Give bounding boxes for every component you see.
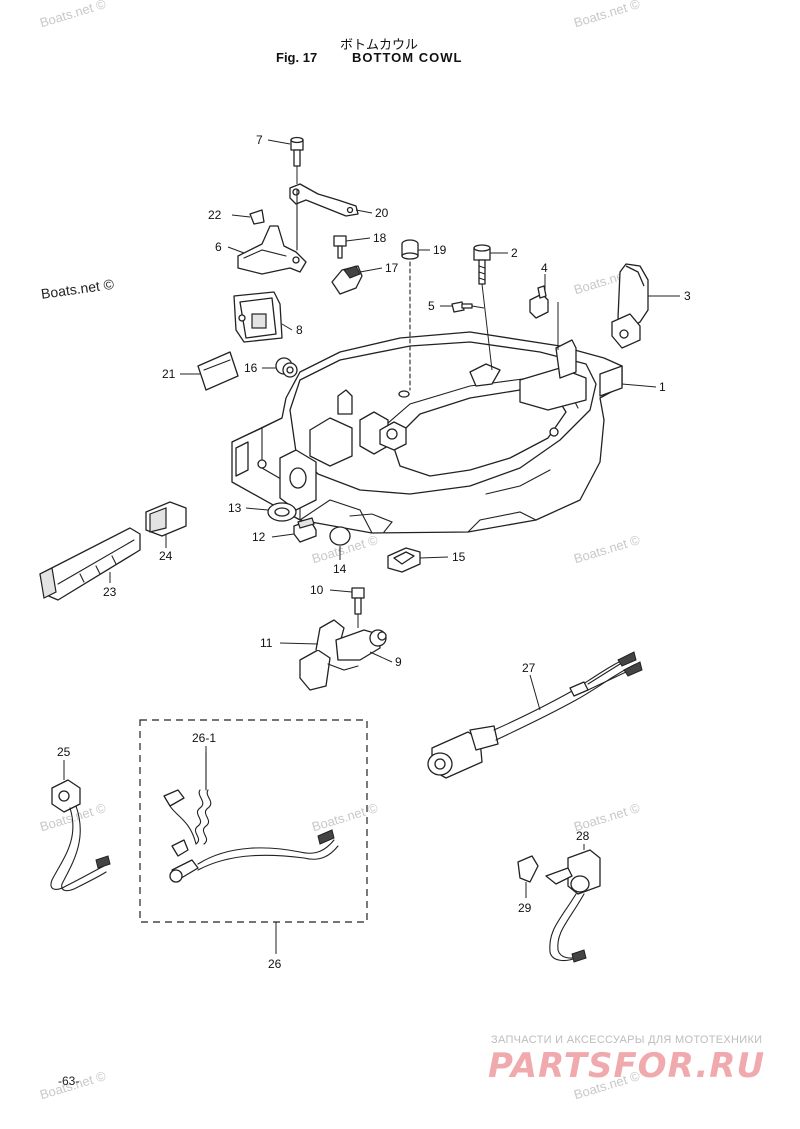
- part-23-handle: [39, 527, 141, 601]
- callout-9: 9: [395, 655, 402, 669]
- part-29-clip: [517, 855, 539, 883]
- part-25-switch: [50, 779, 111, 892]
- callout-8: 8: [296, 323, 303, 337]
- callout-7: 7: [256, 133, 263, 147]
- figure-title: BOTTOM COWL: [352, 50, 463, 65]
- part-12-cover: [293, 517, 317, 543]
- part-21-label-plate: [197, 351, 239, 391]
- part-22-clip: [249, 209, 265, 225]
- part-3-bracket: [611, 263, 649, 349]
- callout-29: 29: [518, 901, 532, 915]
- callout-21: 21: [162, 367, 176, 381]
- callout-3: 3: [684, 289, 691, 303]
- callout-26: 26: [268, 957, 282, 971]
- callout-10: 10: [310, 583, 324, 597]
- callout-28: 28: [576, 829, 590, 843]
- brand-logo: PARTSFOR.RU: [488, 1046, 766, 1086]
- part-8-switch-panel: [233, 291, 283, 343]
- part-28-switch: [545, 849, 601, 963]
- part-10-bolt: [351, 587, 365, 615]
- callout-22: 22: [208, 208, 222, 222]
- title-japanese: ボトムカウル: [340, 38, 419, 53]
- part-19-grommet: [401, 239, 419, 391]
- callout-11: 11: [260, 636, 273, 650]
- callout-6: 6: [215, 240, 222, 254]
- part-24-sleeve: [145, 501, 187, 537]
- callout-25: 25: [57, 745, 71, 759]
- part-9-switch: [299, 619, 387, 691]
- callout-19: 19: [433, 243, 447, 257]
- part-13-grommet: [267, 502, 297, 522]
- part-2-bolt: [473, 244, 491, 285]
- callout-4: 4: [541, 261, 548, 275]
- callout-2: 2: [511, 246, 518, 260]
- callout-23: 23: [103, 585, 117, 599]
- callout-14: 14: [333, 562, 347, 576]
- part-7-bolt: [290, 136, 304, 167]
- callout-18: 18: [373, 231, 387, 245]
- callout-16: 16: [244, 361, 258, 375]
- callout-1: 1: [659, 380, 666, 394]
- leader-lines: [63, 139, 680, 954]
- bottom-cowl-part: [231, 331, 623, 534]
- part-17-clamp: [331, 265, 363, 295]
- figure-number: Fig. 17: [276, 50, 318, 65]
- part-5-screw: [451, 301, 473, 313]
- part-14-cap: [329, 526, 351, 546]
- callout-labels: 7 20 22 6 18 19 2 17 4 5 3 8 21 16 1 13 …: [57, 133, 691, 971]
- part-27-stop-switch: [427, 651, 643, 779]
- callout-15: 15: [452, 550, 466, 564]
- callout-20: 20: [375, 206, 389, 220]
- part-18-bolt: [333, 235, 347, 259]
- brand-tagline: ЗАПЧАСТИ И АКСЕССУАРЫ ДЛЯ МОТОТЕХНИКИ: [491, 1034, 763, 1046]
- callout-5: 5: [428, 299, 435, 313]
- part-4-fitting: [529, 285, 549, 319]
- callout-12: 12: [252, 530, 266, 544]
- callout-27: 27: [522, 661, 536, 675]
- callout-26-1: 26-1: [192, 731, 216, 745]
- part-26-kit-box: [139, 719, 368, 923]
- part-6-bracket: [237, 225, 307, 275]
- part-20-plate: [289, 183, 359, 251]
- part-16-plug: [275, 357, 298, 378]
- callout-24: 24: [159, 549, 173, 563]
- part-15-grommet: [387, 547, 421, 573]
- callout-13: 13: [228, 501, 242, 515]
- page-number: -63-: [58, 1074, 80, 1088]
- callout-17: 17: [385, 261, 399, 275]
